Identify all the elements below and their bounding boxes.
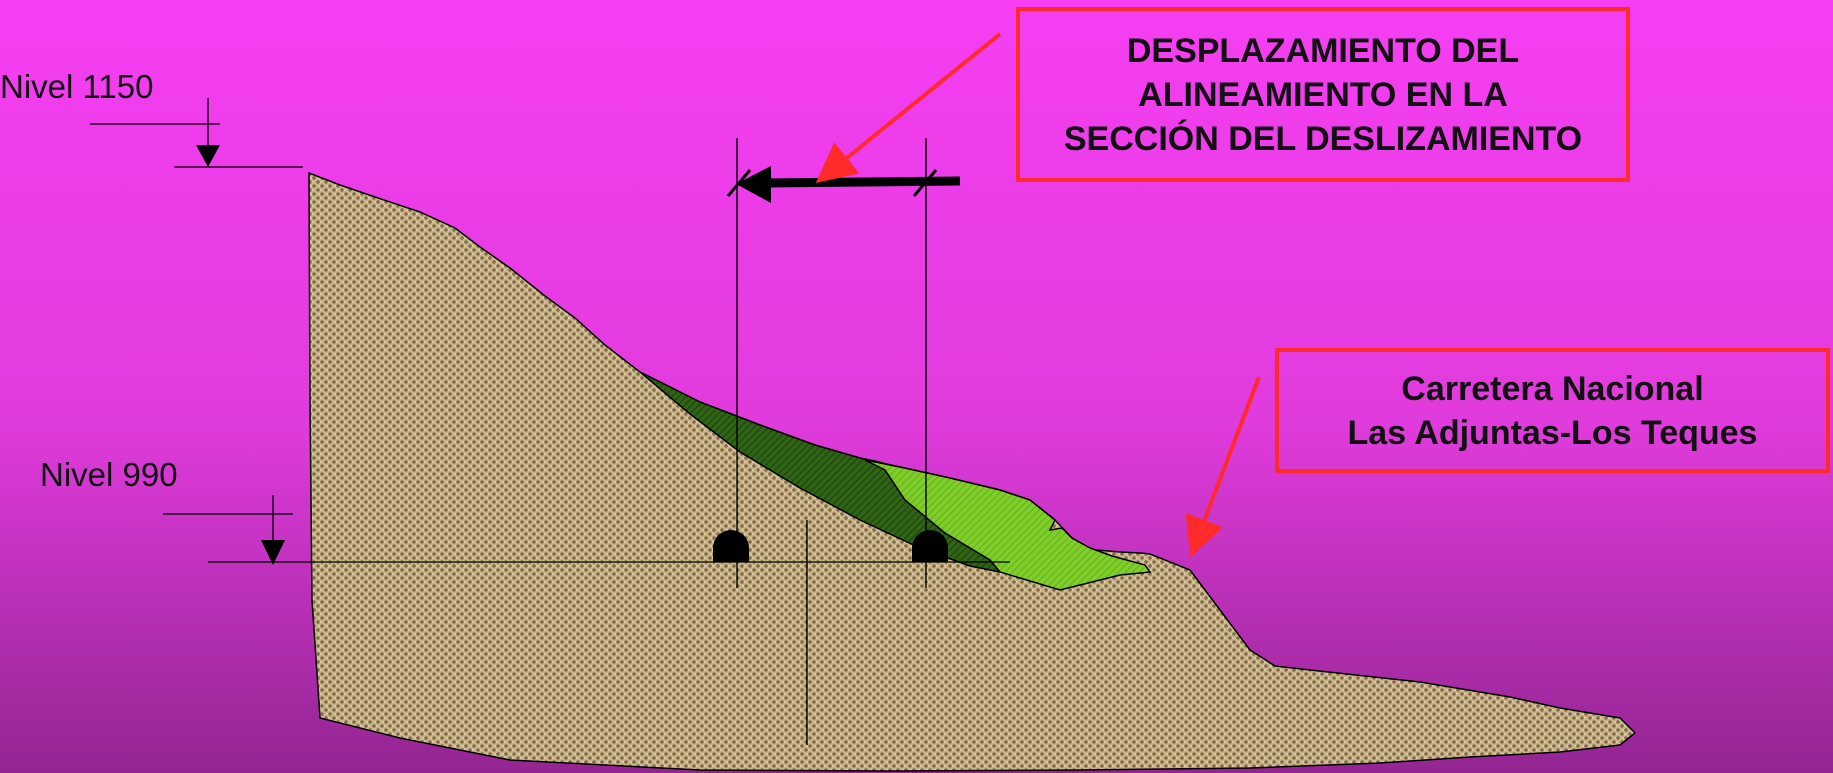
desplazamiento-pointer-arrow (815, 32, 1002, 184)
callout-line: ALINEAMIENTO EN LA (1138, 75, 1508, 114)
callout-line: Las Adjuntas-Los Teques (1347, 413, 1758, 452)
tunnel-section-icon (912, 530, 948, 562)
displacement-callout: DESPLAZAMIENTO DEL ALINEAMIENTO EN LA SE… (1016, 7, 1630, 182)
road-callout: Carretera Nacional Las Adjuntas-Los Tequ… (1275, 348, 1830, 473)
level-1150-marker (90, 98, 303, 168)
down-triangle-icon (261, 540, 285, 565)
tunnel-section-icon (713, 530, 749, 562)
vertical-reference-lines (736, 138, 927, 745)
landslide-light-zone (864, 459, 1152, 591)
level-990-label: Nivel 990 (40, 456, 178, 493)
down-triangle-icon (196, 145, 220, 167)
carretera-pointer-arrow (1185, 376, 1261, 558)
callout-line: DESPLAZAMIENTO DEL (1126, 31, 1520, 70)
callout-line: Carretera Nacional (1401, 369, 1704, 408)
left-arrow-icon (736, 166, 771, 203)
terrain-mass (308, 171, 1637, 772)
displacement-arrow (726, 166, 961, 203)
level-1150-label: Nivel 1150 (0, 68, 154, 105)
level-990-marker (163, 495, 1010, 563)
callout-line: SECCIÓN DEL DESLIZAMIENTO (1063, 119, 1583, 158)
